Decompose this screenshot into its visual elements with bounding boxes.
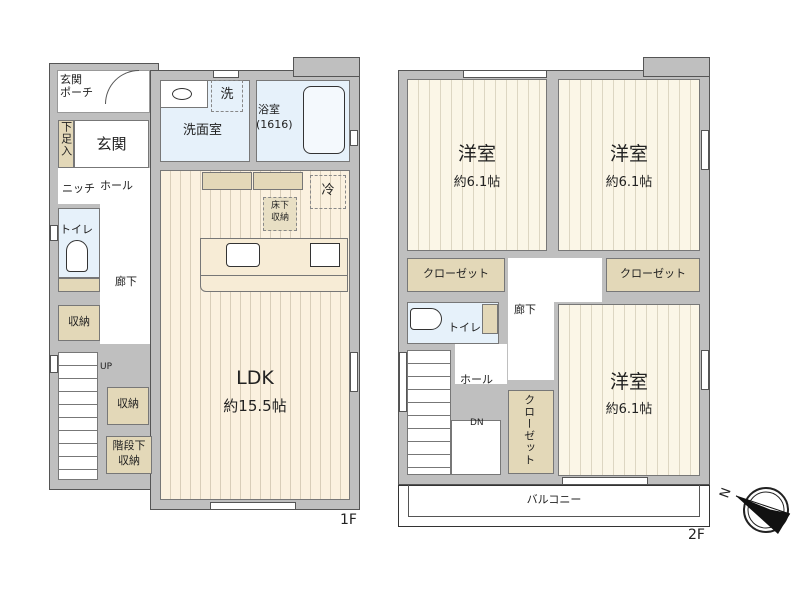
underfloor-storage xyxy=(263,197,297,231)
sink-icon xyxy=(172,88,192,100)
toilet-2f-bowl-icon xyxy=(410,308,442,330)
corridor-2f-lower xyxy=(508,300,554,380)
entrance-label: 玄関 xyxy=(96,135,127,153)
closet-1 xyxy=(407,258,505,292)
bathroom-size-label: (1616) xyxy=(256,118,293,131)
hall-1f xyxy=(58,168,150,204)
entrance xyxy=(74,120,149,168)
compass: N xyxy=(717,480,798,540)
stove-icon xyxy=(310,243,340,267)
stairs-down-label: DN xyxy=(470,418,484,428)
corridor-2f xyxy=(508,258,602,302)
compass-icon xyxy=(735,487,791,534)
ldk xyxy=(160,170,350,500)
western-room-1 xyxy=(407,79,547,251)
wall-1f-top-right xyxy=(293,57,360,77)
fridge-label: 冷 xyxy=(321,183,335,198)
storage-1f-a xyxy=(58,305,100,341)
toilet-1f-label: トイレ xyxy=(60,223,93,236)
hall-2f xyxy=(455,344,507,384)
wall-2f-top-right xyxy=(643,57,710,77)
corridor-2f-label: 廊下 xyxy=(514,303,536,316)
floor-plan-1f: 玄関 ポーチ 下足入 玄関 ニッチ ホール トイレ 廊下 収納 UP 収納 階段… xyxy=(0,0,380,530)
landing-2f xyxy=(451,420,501,475)
counter-bar xyxy=(200,276,348,292)
kitchen-cabinet-b xyxy=(253,172,303,190)
window-1f-stairs xyxy=(50,355,58,373)
balcony-inner xyxy=(408,485,700,517)
western-room-3 xyxy=(558,304,700,476)
window-2f-right-bottom xyxy=(701,350,709,390)
toilet-1f-counter xyxy=(58,278,100,292)
storage-1f-a-label: 収納 xyxy=(68,315,90,328)
ldk-size-label: 約15.5帖 xyxy=(223,397,287,415)
window-1f-toilet xyxy=(50,225,58,241)
floor-label-2f: 2F xyxy=(688,527,705,543)
washroom-label: 洗面室 xyxy=(182,123,222,138)
storage-1f-b-label: 収納 xyxy=(117,397,139,410)
niche-label: ニッチ xyxy=(62,182,95,195)
window-2f-left xyxy=(399,352,407,412)
western-room-3-size: 約6.1帖 xyxy=(605,402,653,417)
kitchen-cabinet-a xyxy=(202,172,252,190)
underfloor-storage-label-2: 収納 xyxy=(270,213,289,223)
under-stairs-storage xyxy=(106,436,152,474)
western-room-1-label: 洋室 xyxy=(457,143,496,165)
corridor-1f-label: 廊下 xyxy=(115,275,137,288)
bathroom-label: 浴室 xyxy=(258,103,280,116)
corridor-1f xyxy=(100,204,150,344)
closet-3-label: クローゼット xyxy=(522,394,536,466)
western-room-2 xyxy=(558,79,700,251)
fridge-space xyxy=(310,175,346,209)
closet-1-label: クローゼット xyxy=(423,267,489,280)
window-2f-right-top xyxy=(701,130,709,170)
under-stairs-storage-label-2: 収納 xyxy=(118,454,140,467)
floor-plan-2f: 洋室 約6.1帖 クローゼット 洋室 約6.1帖 クローゼット 廊下 トイレ ホ… xyxy=(398,57,710,543)
window-1f-bath xyxy=(350,130,358,146)
bathtub-icon xyxy=(303,86,345,154)
toilet-2f-label: トイレ xyxy=(448,321,481,334)
window-1f-top xyxy=(213,70,239,78)
western-room-1-size: 約6.1帖 xyxy=(453,175,501,190)
shoe-storage xyxy=(58,120,74,168)
washer-space xyxy=(211,80,243,112)
storage-1f-b xyxy=(107,387,149,425)
washer-label: 洗 xyxy=(220,87,234,102)
western-room-3-label: 洋室 xyxy=(609,371,648,393)
stairs-up-label: UP xyxy=(100,362,113,372)
ldk-label: LDK xyxy=(236,367,274,389)
balcony xyxy=(398,485,710,527)
porch-label: 玄関 ポーチ xyxy=(60,73,93,99)
balcony-label: バルコニー xyxy=(526,493,582,506)
floor-label-1f: 1F xyxy=(340,512,357,528)
western-room-2-size: 約6.1帖 xyxy=(605,175,653,190)
closet-3 xyxy=(508,390,554,474)
kitchen-sink-icon xyxy=(226,243,260,267)
hall-2f-label: ホール xyxy=(460,373,493,386)
window-2f-bottom xyxy=(562,477,648,485)
underfloor-storage-label-1: 床下 xyxy=(270,201,289,211)
under-stairs-storage-label-1: 階段下 xyxy=(112,439,146,452)
staircase-2f xyxy=(407,350,451,475)
closet-2 xyxy=(606,258,700,292)
toilet-bowl-icon xyxy=(66,240,88,272)
staircase-1f xyxy=(58,352,98,480)
shoe-storage-label: 下足入 xyxy=(59,121,73,157)
window-1f-right xyxy=(350,352,358,392)
closet-2-label: クローゼット xyxy=(620,267,686,280)
window-2f-top xyxy=(463,70,547,78)
toilet-2f-shelf xyxy=(482,304,498,334)
window-1f-bottom xyxy=(210,502,296,510)
hall-label: ホール xyxy=(100,179,133,192)
western-room-2-label: 洋室 xyxy=(609,143,648,165)
